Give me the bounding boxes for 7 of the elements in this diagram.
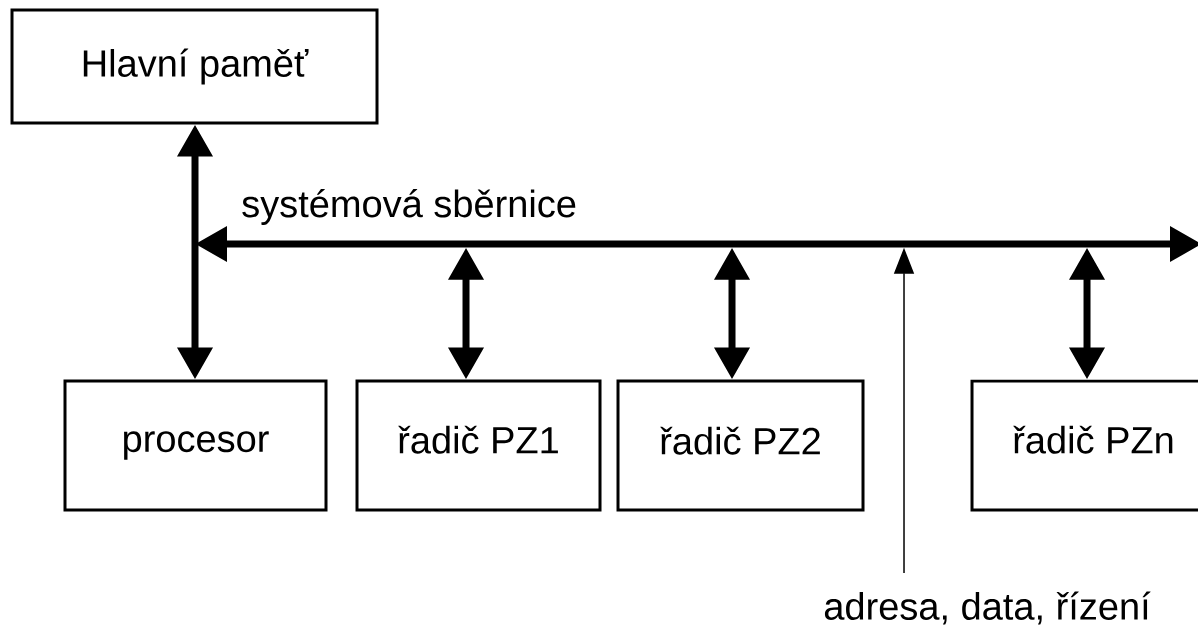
- box: řadič PZ2: [616, 379, 865, 512]
- bus-label: systémová sběrnice: [242, 189, 576, 225]
- box: Hlavní paměť: [10, 8, 379, 125]
- box: řadič PZ1: [355, 379, 602, 512]
- box: procesor: [63, 379, 328, 512]
- box: řadič PZn: [970, 379, 1198, 512]
- annotation: adresa, data, řízení: [824, 591, 1151, 625]
